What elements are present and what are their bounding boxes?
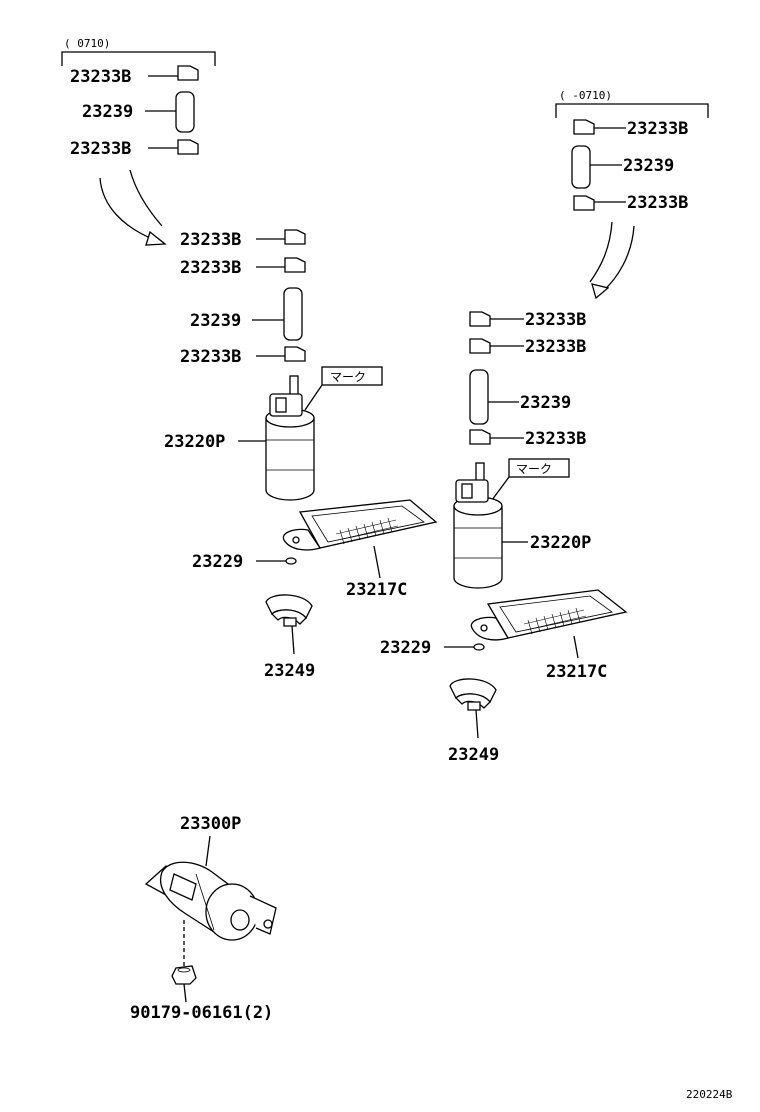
label-23229-r: 23229 — [380, 638, 431, 658]
hose-23239-l — [283, 287, 303, 341]
bracket-group-top-left: ( 0710) 23233B 23239 23233B — [61, 37, 216, 246]
clip-23233b-l-1 — [284, 229, 306, 245]
nut-90179 — [171, 965, 197, 985]
date-range-top-left: ( 0710) — [64, 37, 110, 50]
assembly-right: 23233B 23233B 23239 23233B マーク 23220P — [380, 310, 628, 765]
label-23217c-l: 23217C — [346, 580, 407, 600]
mark-label-right: マーク — [516, 462, 552, 476]
clip-23233b-l-3 — [284, 346, 306, 362]
fuel-pump-23220p-l — [265, 375, 315, 501]
label-23233b-l-1: 23233B — [180, 230, 241, 250]
hose-23239-r — [469, 369, 489, 425]
strainer-mesh-r — [523, 607, 587, 635]
clip-23233b-r-2 — [469, 338, 491, 354]
clip-23233b-r-1 — [469, 311, 491, 327]
label-23239-r: 23239 — [520, 393, 571, 413]
clip-23233b-l-2 — [284, 257, 306, 273]
label-23229-l: 23229 — [192, 552, 243, 572]
label-23233b-tr-2: 23233B — [627, 193, 688, 213]
label-23233b-tl-2: 23233B — [70, 139, 131, 159]
hose-23239-tr — [571, 145, 591, 189]
strainer-mesh-l — [335, 517, 399, 545]
bracket-top-left — [61, 51, 216, 66]
cushion-23249-l — [265, 594, 313, 627]
mark-label-left: マーク — [330, 370, 366, 384]
clip-23233b-tl-2 — [177, 139, 199, 155]
label-23233b-r-3: 23233B — [525, 429, 586, 449]
assembly-left: 23233B 23233B 23239 23233B マーク 23220P — [164, 229, 438, 681]
arrow-tr-1 — [589, 221, 613, 283]
label-23233b-tl-1: 23233B — [70, 67, 131, 87]
strainer-23217c-l — [282, 499, 438, 551]
label-23239-tr: 23239 — [623, 156, 674, 176]
clip-23233b-tl-1 — [177, 65, 199, 81]
fuel-filter-23300p — [144, 861, 277, 941]
washer-23229-l — [285, 557, 297, 565]
label-23220p-l: 23220P — [164, 432, 225, 452]
fuel-pump-23220p-r — [453, 462, 503, 589]
label-23300p: 23300P — [180, 814, 241, 834]
strainer-23217c-r — [470, 589, 628, 641]
label-23239-tl: 23239 — [82, 102, 133, 122]
label-23233b-l-2: 23233B — [180, 258, 241, 278]
mark-box-right — [508, 458, 570, 478]
washer-23229-r — [473, 643, 485, 651]
label-23233b-l-3: 23233B — [180, 347, 241, 367]
fuel-filter-assembly: 23300P 90179-06161(2) — [130, 814, 277, 1023]
cushion-23249-r — [449, 678, 497, 711]
label-23233b-r-2: 23233B — [525, 337, 586, 357]
label-23239-l: 23239 — [190, 311, 241, 331]
label-23233b-r-1: 23233B — [525, 310, 586, 330]
label-23249-r: 23249 — [448, 745, 499, 765]
date-range-top-right: ( -0710) — [559, 89, 612, 102]
bracket-group-top-right: ( -0710) 23233B 23239 23233B — [555, 89, 709, 300]
mark-box-left — [321, 366, 383, 386]
label-23220p-r: 23220P — [530, 533, 591, 553]
label-23233b-tr-1: 23233B — [627, 119, 688, 139]
clip-23233b-r-3 — [469, 429, 491, 445]
hose-23239-tl — [175, 91, 195, 133]
label-23217c-r: 23217C — [546, 662, 607, 682]
bracket-top-right — [555, 103, 709, 118]
diagram-id: 220224B — [686, 1088, 733, 1101]
label-23249-l: 23249 — [264, 661, 315, 681]
label-90179-06161: 90179-06161(2) — [130, 1003, 273, 1023]
clip-23233b-tr-1 — [573, 119, 595, 135]
clip-23233b-tr-2 — [573, 195, 595, 211]
